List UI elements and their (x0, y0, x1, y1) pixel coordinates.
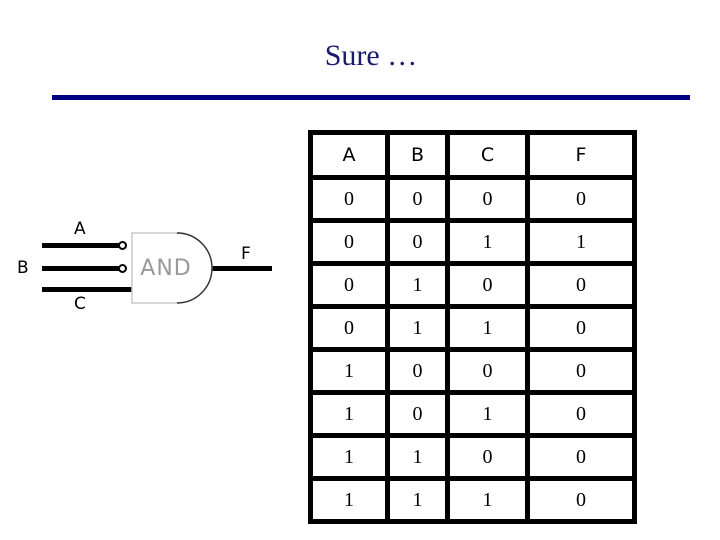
cell-c: 0 (445, 261, 530, 309)
table-row: 0 1 1 0 (308, 304, 637, 352)
output-label-f: F (241, 244, 251, 264)
cell-a: 0 (308, 218, 390, 266)
cell-b: 1 (385, 476, 450, 524)
and-gate-label: AND (140, 255, 192, 281)
and-gate-shape-icon (131, 232, 213, 304)
cell-a: 1 (308, 390, 390, 438)
cell-f: 0 (525, 347, 637, 395)
input-wire-c (42, 287, 136, 292)
connection-node-icon-b (118, 264, 127, 273)
input-wire-a (42, 243, 126, 248)
column-header-b: B (385, 130, 450, 180)
column-header-c: C (445, 130, 530, 180)
table-row: 0 0 1 1 (308, 218, 637, 266)
cell-a: 1 (308, 347, 390, 395)
cell-a: 0 (308, 175, 390, 223)
and-gate-body: AND (131, 232, 217, 304)
table-row: 1 1 1 0 (308, 476, 637, 524)
cell-c: 1 (445, 390, 530, 438)
column-header-f: F (525, 130, 637, 180)
input-label-b: B (17, 258, 29, 278)
cell-f: 0 (525, 175, 637, 223)
table-row: 0 1 0 0 (308, 261, 637, 309)
cell-b: 0 (385, 218, 450, 266)
table-header-row: A B C F (308, 130, 637, 180)
table-row: 0 0 0 0 (308, 175, 637, 223)
table-row: 1 1 0 0 (308, 433, 637, 481)
cell-b: 0 (385, 175, 450, 223)
output-wire-f (208, 266, 272, 271)
cell-b: 1 (385, 433, 450, 481)
page-title: Sure … (324, 39, 418, 72)
logic-gate-diagram: A B C F AND (0, 105, 300, 313)
input-label-c: C (74, 294, 86, 314)
cell-c: 1 (445, 304, 530, 352)
cell-b: 0 (385, 390, 450, 438)
input-wire-b (42, 266, 126, 271)
connection-node-icon-a (118, 241, 127, 250)
cell-f: 0 (525, 304, 637, 352)
truth-table: A B C F 0 0 0 0 0 0 1 1 0 1 0 0 (308, 130, 637, 524)
cell-b: 1 (385, 261, 450, 309)
cell-b: 0 (385, 347, 450, 395)
cell-f: 0 (525, 476, 637, 524)
title-underline-rule (52, 95, 690, 100)
cell-b: 1 (385, 304, 450, 352)
cell-c: 0 (445, 433, 530, 481)
column-header-a: A (308, 130, 390, 180)
cell-c: 0 (445, 175, 530, 223)
cell-a: 1 (308, 433, 390, 481)
cell-f: 0 (525, 261, 637, 309)
table-row: 1 0 0 0 (308, 347, 637, 395)
table-row: 1 0 1 0 (308, 390, 637, 438)
cell-a: 0 (308, 304, 390, 352)
cell-a: 0 (308, 261, 390, 309)
cell-c: 1 (445, 218, 530, 266)
cell-c: 0 (445, 347, 530, 395)
cell-f: 1 (525, 218, 637, 266)
cell-c: 1 (445, 476, 530, 524)
cell-f: 0 (525, 433, 637, 481)
cell-a: 1 (308, 476, 390, 524)
input-label-a: A (74, 219, 86, 239)
cell-f: 0 (525, 390, 637, 438)
